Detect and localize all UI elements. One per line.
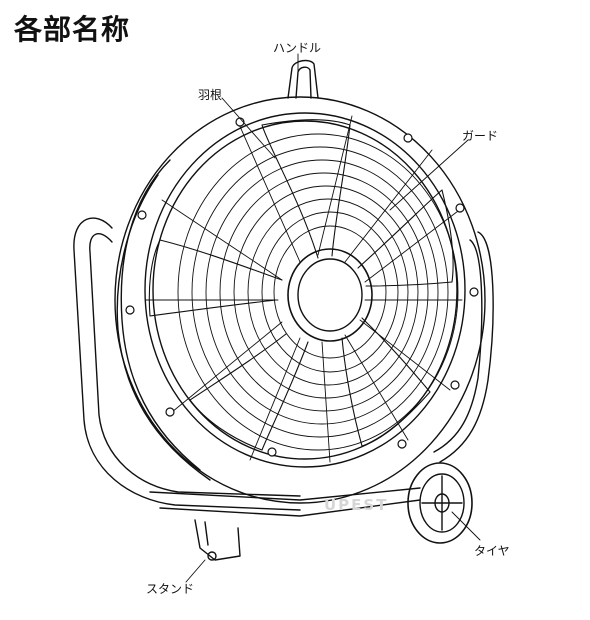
label-stand: スタンド [146,582,195,596]
drum-body [114,96,486,504]
label-tire: タイヤ [474,544,510,558]
guard-rings [177,133,459,451]
tire [407,462,473,544]
page-title: 各部名称 [14,13,131,46]
handle [287,59,319,99]
rim-bolts [125,117,479,457]
label-blade: 羽根 [198,88,223,102]
stand-frame-right [433,231,494,463]
base-rail [149,487,421,517]
watermark: UPEST [324,496,389,514]
fan-blades [148,119,454,451]
guard-rim [144,112,466,468]
label-handle: ハンドル [273,41,322,55]
stand-frame-left [73,217,301,511]
guard-spokes [145,115,463,463]
stand-foot [194,519,241,561]
leader-lines [185,53,481,583]
motor-hub [287,248,373,342]
label-guard: ガード [462,129,499,143]
